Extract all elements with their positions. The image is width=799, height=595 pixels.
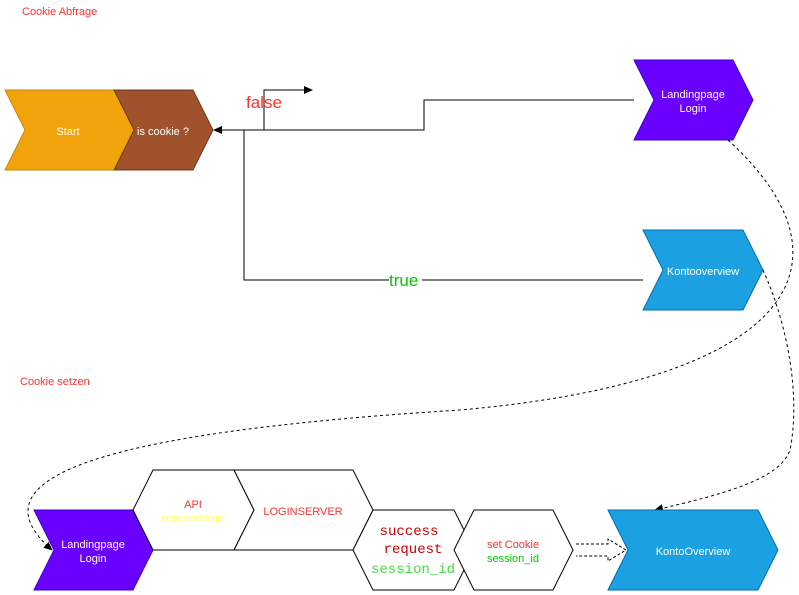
is-cookie-step: [113, 89, 214, 171]
is-cookie-label: is cookie ?: [137, 126, 189, 138]
landingpage-bottom-line1: Landingpage: [61, 539, 125, 551]
section-title-cookie-setzen: Cookie setzen: [20, 376, 90, 388]
landingpage-top-line1: Landingpage: [661, 89, 725, 101]
set-cookie-line2: session_id: [487, 553, 539, 565]
true-label-bg: [389, 271, 422, 289]
landingpage-bottom-line2: Login: [80, 553, 107, 565]
true-branch-connector: [243, 130, 643, 281]
success-line3: session_id: [371, 562, 455, 578]
kontooverview-top: [642, 229, 764, 311]
set-cookie-line1: set Cookie: [487, 539, 539, 551]
landingpage-login-top: [633, 59, 754, 141]
kontooverview-bottom: [607, 509, 779, 591]
api-sublabel: unsecured login: [161, 513, 225, 523]
loginserver-label: LOGINSERVER: [263, 506, 342, 518]
kontooverview-bottom-label: KontoOverview: [656, 546, 731, 558]
start-label: Start: [56, 126, 79, 138]
landing-to-iscookie-connector: [213, 99, 634, 134]
kontooverview-top-label: Kontooverview: [667, 266, 739, 278]
landingpage-top-line2: Login: [680, 103, 707, 115]
true-label: true: [389, 271, 418, 290]
success-request-step: [352, 509, 475, 591]
false-branch-connector: [263, 86, 313, 130]
success-line1: success: [380, 524, 439, 540]
landing-to-landing-dashed-connector: [27, 139, 794, 551]
setcookie-to-konto-arrow: [576, 538, 627, 562]
false-label: false: [246, 93, 282, 112]
set-cookie-step: [453, 509, 574, 591]
success-line2: request: [384, 542, 443, 558]
section-title-cookie-abfrage: Cookie Abfrage: [22, 6, 97, 18]
api-label: API: [184, 499, 202, 511]
